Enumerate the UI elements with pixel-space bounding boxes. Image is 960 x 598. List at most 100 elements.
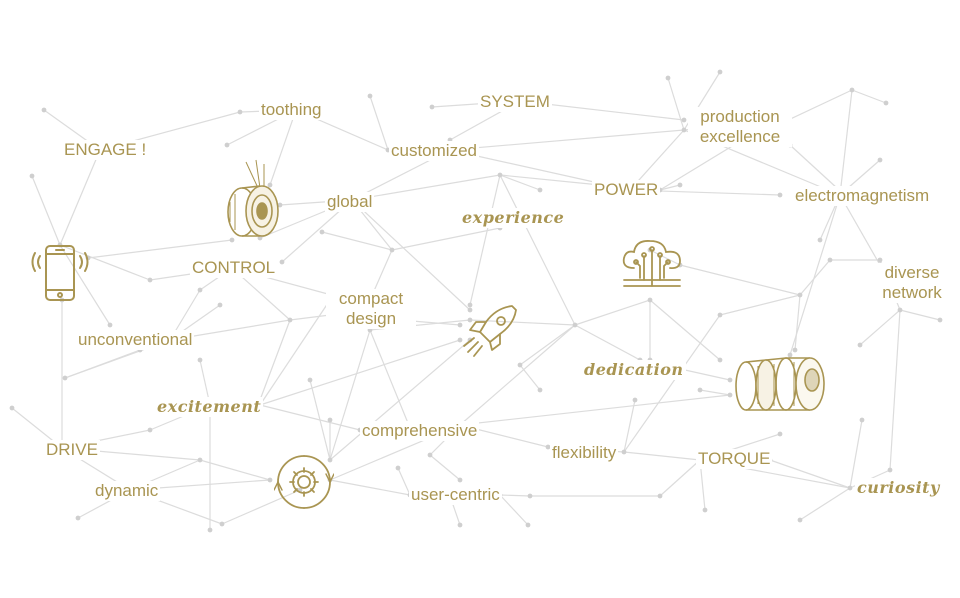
word-curiosity: curiosity: [855, 478, 942, 498]
network-node: [717, 357, 723, 363]
network-node: [497, 172, 503, 178]
connector-line: [849, 419, 863, 489]
connector-line: [679, 264, 801, 296]
word-production-excellence-line1: production: [700, 107, 780, 126]
connector-line: [269, 109, 297, 186]
connector-line: [839, 194, 881, 266]
network-node: [877, 157, 883, 163]
word-electromagnetism: electromagnetism: [793, 186, 932, 206]
network-node: [877, 257, 883, 263]
network-node: [702, 507, 708, 513]
connector-line: [259, 339, 461, 406]
word-production-excellence-line2: excellence: [699, 127, 781, 146]
network-node: [267, 477, 273, 483]
word-toothing: toothing: [259, 100, 324, 120]
network-node: [467, 317, 473, 323]
network-node: [197, 457, 203, 463]
connector-line: [329, 329, 371, 461]
word-control: CONTROL: [190, 258, 278, 278]
connector-line: [799, 487, 851, 521]
connector-line: [221, 489, 301, 525]
network-node: [792, 347, 798, 353]
smartphone-icon: [31, 245, 89, 301]
connector-line: [519, 324, 576, 366]
word-compact-design-line2: design: [345, 309, 397, 328]
word-diverse-network: diverse network: [866, 263, 958, 303]
network-node: [681, 117, 687, 123]
network-node: [632, 397, 638, 403]
connector-line: [31, 175, 61, 246]
network-node: [527, 493, 533, 499]
connector-line: [329, 479, 411, 496]
connector-line: [623, 314, 721, 453]
connector-line: [459, 394, 731, 426]
connector-line: [649, 299, 721, 361]
connector-line: [64, 349, 141, 379]
connector-line: [499, 494, 531, 497]
connector-line: [889, 309, 901, 471]
word-diverse-network-line1: diverse: [884, 263, 940, 282]
word-diverse-network-line2: network: [882, 283, 942, 302]
word-compact-design-line1: compact: [338, 289, 404, 308]
network-node: [657, 493, 663, 499]
rocket-icon: [463, 305, 517, 357]
network-node: [147, 427, 153, 433]
connector-line: [59, 149, 101, 246]
word-dynamic: dynamic: [93, 481, 161, 501]
connector-line: [369, 329, 411, 429]
word-experience: experience: [460, 208, 567, 228]
connector-line: [851, 89, 887, 104]
word-system: SYSTEM: [478, 92, 552, 112]
connector-line: [321, 231, 393, 251]
network-node: [319, 229, 325, 235]
network-node: [41, 107, 47, 113]
connector-line: [499, 174, 541, 191]
connector-line: [859, 309, 901, 346]
network-node: [62, 375, 68, 381]
connector-line: [519, 364, 541, 391]
network-node: [665, 75, 671, 81]
network-node: [545, 444, 551, 450]
word-global: global: [325, 192, 375, 212]
network-node: [717, 69, 723, 75]
word-customized: customized: [389, 141, 479, 161]
word-production-excellence: production excellence: [688, 107, 792, 147]
network-node: [237, 109, 243, 115]
network-node: [229, 237, 235, 243]
network-node: [787, 352, 793, 358]
network-node: [827, 257, 833, 263]
connector-line: [719, 294, 801, 316]
connector-line: [499, 174, 576, 326]
network-node: [457, 522, 463, 528]
network-node: [525, 522, 531, 528]
network-node: [797, 292, 803, 298]
network-node: [777, 192, 783, 198]
network-node: [697, 387, 703, 393]
word-power: POWER: [592, 180, 661, 200]
connector-line: [659, 184, 681, 191]
word-compact-design: compact design: [326, 289, 416, 329]
network-node: [277, 202, 283, 208]
coupling-icon: [735, 357, 825, 411]
network-node: [217, 302, 223, 308]
network-node: [677, 182, 683, 188]
network-node: [467, 302, 473, 308]
connector-line: [659, 459, 701, 497]
connector-line: [259, 404, 361, 431]
network-node: [897, 307, 903, 313]
network-node: [367, 93, 373, 99]
word-dedication: dedication: [582, 360, 686, 380]
cloud-circuit-icon: [622, 240, 681, 287]
connector-line: [499, 494, 529, 526]
connector-line: [623, 451, 701, 461]
network-node: [681, 127, 687, 133]
network-node: [457, 477, 463, 483]
word-flexibility: flexibility: [550, 443, 619, 463]
network-node: [797, 517, 803, 523]
network-node: [29, 173, 35, 179]
network-node: [197, 357, 203, 363]
connector-line: [449, 129, 685, 151]
word-user-centric: user-centric: [409, 485, 502, 505]
connector-line: [59, 244, 111, 326]
network-node: [717, 312, 723, 318]
